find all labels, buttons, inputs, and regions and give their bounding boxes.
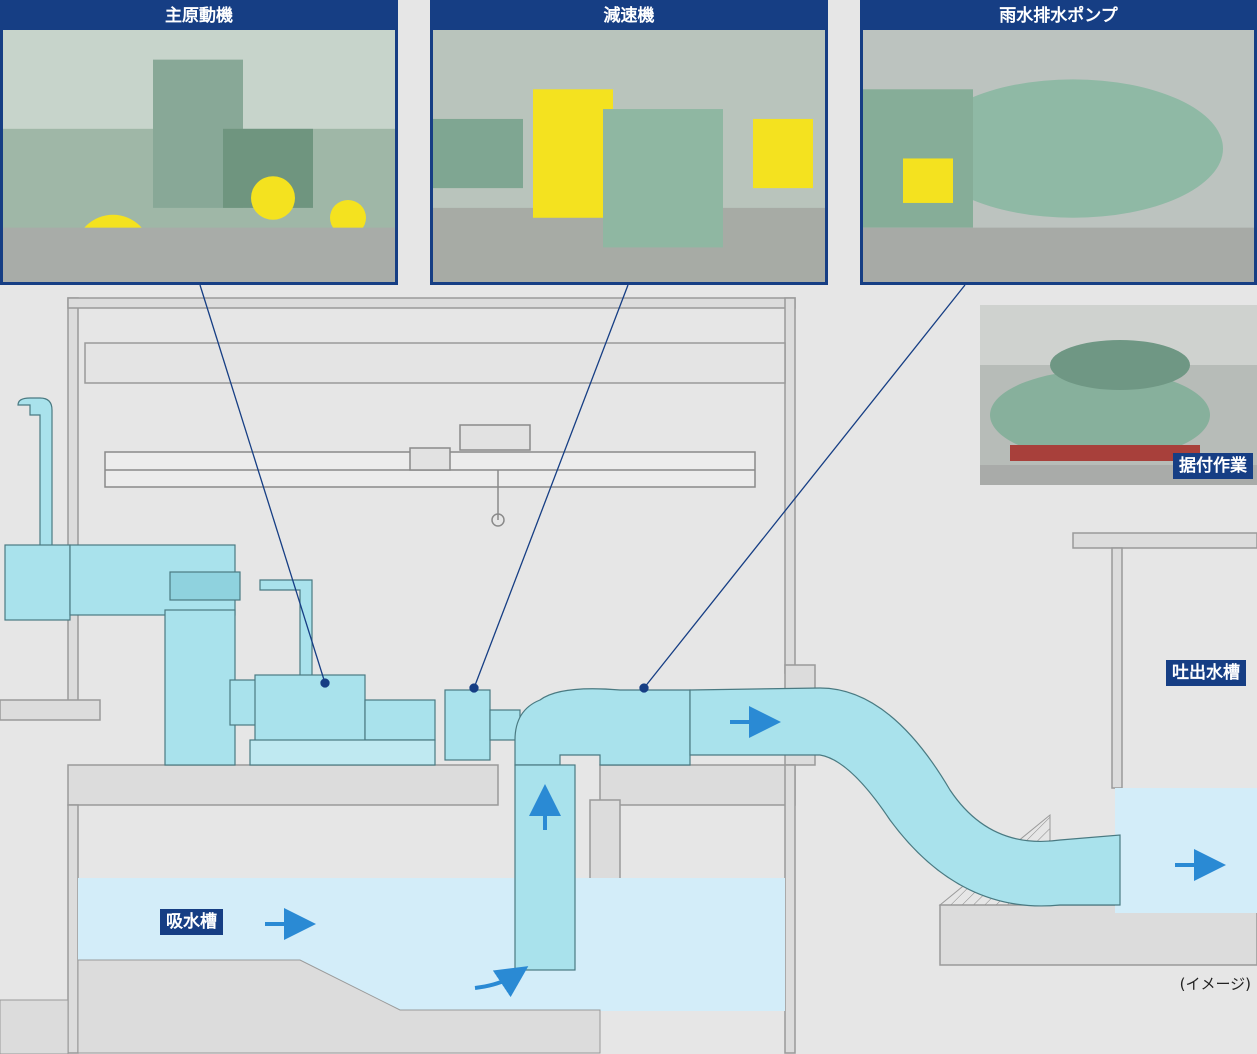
channel-floor: [77, 959, 601, 1054]
photo-drainage-pump: 雨水排水ポンプ: [860, 0, 1257, 285]
reducer-photo: [433, 30, 825, 282]
photo-title-reducer: 減速機: [433, 3, 825, 30]
building-structure: [0, 297, 816, 1054]
photo-reducer: 減速機: [430, 0, 828, 285]
exhaust-system: [4, 397, 313, 766]
photo-installation: 据付作業: [980, 305, 1257, 485]
drainage-pump-photo: [863, 30, 1254, 282]
installation-tag: 据付作業: [1173, 453, 1253, 479]
discharge-tank-label: 吐出水槽: [1166, 660, 1246, 686]
engine-machinery: [249, 674, 436, 766]
leader-lines: [199, 284, 966, 693]
overhead-crane: [104, 424, 756, 527]
discharge-water: [1115, 788, 1257, 913]
flow-arrows: [265, 706, 1226, 998]
main-engine-photo: [3, 30, 395, 282]
discharge-tank-structure: [939, 532, 1257, 966]
photo-main-engine: 主原動機: [0, 0, 398, 285]
image-note: (イメージ): [1179, 975, 1251, 993]
photo-title-drainage-pump: 雨水排水ポンプ: [863, 3, 1254, 30]
pump-and-piping: [514, 687, 1121, 971]
intake-tank-label: 吸水槽: [160, 909, 223, 935]
photo-title-main-engine: 主原動機: [3, 3, 395, 30]
reducer-machinery: [444, 689, 521, 761]
